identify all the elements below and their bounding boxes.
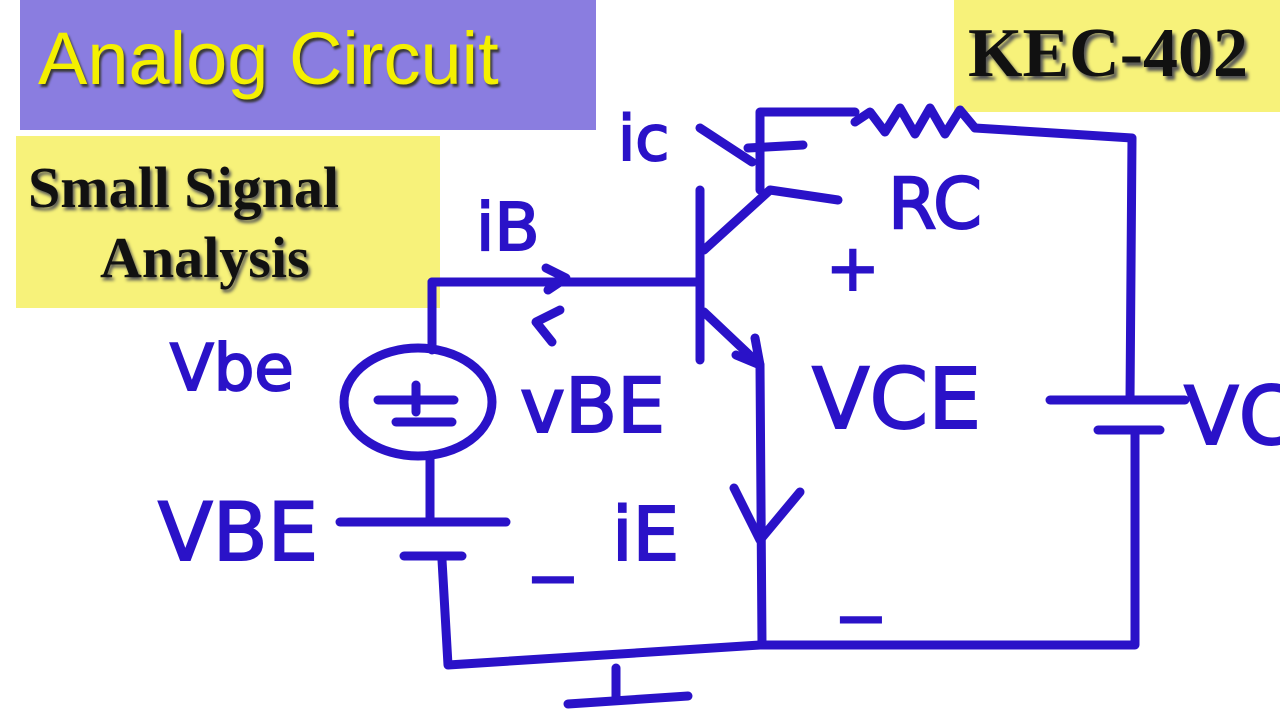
minus-sign-right: −: [834, 582, 888, 656]
label-ie: iE: [612, 492, 679, 578]
slide-title: Analog Circuit: [38, 17, 499, 100]
subtitle-line-2: Analysis: [100, 225, 310, 290]
ac-source: [339, 343, 497, 461]
label-ib: iB: [476, 189, 540, 266]
base-wire: [427, 277, 705, 297]
subtitle-line-1: Small Signal: [28, 155, 340, 220]
base-return-arrow-icon: [531, 305, 565, 347]
collector-top-wire: [755, 107, 860, 195]
bottom-right-wire: [755, 425, 1140, 650]
label-ic: ic: [618, 102, 669, 175]
right-wire: [970, 123, 1137, 405]
minus-sign-left: −: [526, 542, 580, 616]
course-code-banner: KEC-402: [954, 0, 1280, 112]
emitter-arrow-icon: [731, 333, 765, 370]
emitter-wire: [755, 360, 767, 650]
course-code: KEC-402: [968, 15, 1248, 92]
bottom-left-wire: [437, 555, 765, 670]
label-vbe-small: Vbe: [170, 332, 294, 406]
transistor-emitter: [699, 307, 765, 370]
resistor-rc: [850, 103, 980, 139]
ic-arrow-icon: [695, 123, 757, 167]
ground-bar: [563, 691, 693, 709]
ib-arrow-icon: [541, 263, 571, 295]
label-vce: VCE: [812, 350, 981, 448]
label-vbe: VBE: [158, 486, 318, 579]
ic-arrow-head: [743, 140, 808, 153]
label-rc: RC: [888, 163, 982, 245]
label-v-be: vBE: [520, 361, 665, 450]
title-banner: Analog Circuit: [20, 0, 596, 130]
transistor-collector: [699, 185, 843, 255]
subtitle-banner: Small Signal Analysis: [16, 136, 440, 308]
ie-arrow-icon: [729, 483, 805, 545]
label-vcc: VCC: [1184, 370, 1280, 463]
plus-sign: +: [826, 232, 880, 306]
